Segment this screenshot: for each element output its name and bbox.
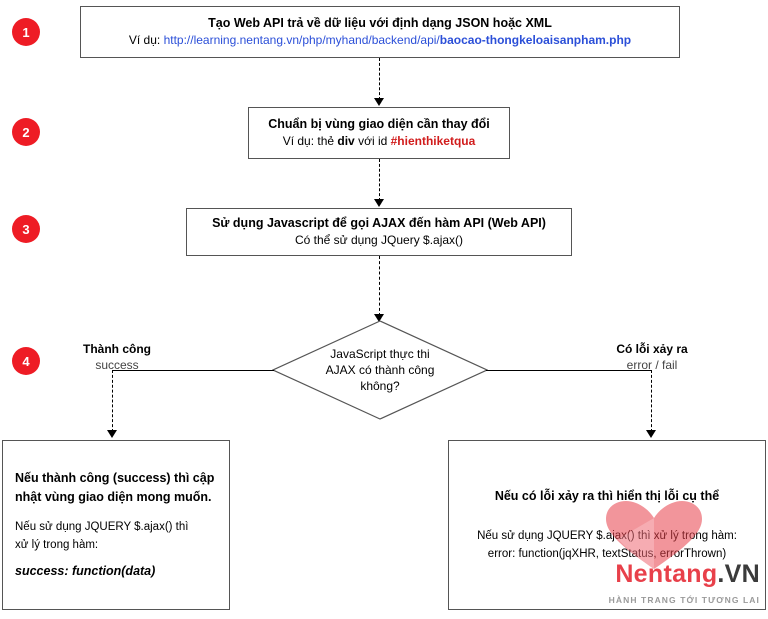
connector-3-decision: [379, 256, 380, 316]
step-marker-3: 3: [12, 215, 40, 243]
box-step2: Chuẩn bị vùng giao diện cần thay đổi Ví …: [248, 107, 510, 159]
success-box-line-4: xử lý trong hàm:: [15, 538, 99, 551]
branch-label-error: Có lỗi xảy ra error / fail: [596, 341, 708, 373]
step-marker-2: 2: [12, 118, 40, 146]
step-marker-4: 4: [12, 347, 40, 375]
decision-line-3: không?: [360, 379, 400, 394]
box-step2-title: Chuẩn bị vùng giao diện cần thay đổi: [268, 117, 490, 132]
branch-label-error-sub: error / fail: [626, 358, 678, 373]
step-marker-3-label: 3: [22, 221, 30, 237]
connector-2-3: [379, 159, 380, 201]
branch-label-success-sub: success: [95, 358, 139, 373]
connector-2-3-arrowhead: [374, 199, 384, 207]
success-box-code: success: function(data): [15, 563, 156, 578]
box-step1: Tạo Web API trả về dữ liệu với định dạng…: [80, 6, 680, 58]
decision-line-1: JavaScript thực thi: [330, 346, 430, 361]
error-box-line-1: Nếu có lỗi xảy ra thì hiển thị lỗi cụ th…: [494, 489, 720, 504]
connector-1-2: [379, 58, 380, 100]
decision-diamond: JavaScript thực thi AJAX có thành công k…: [272, 320, 488, 420]
box-step2-example-tag: div: [337, 134, 355, 149]
box-step1-example-url: http://learning.nentang.vn/php/myhand/ba…: [163, 33, 440, 48]
box-step2-example: Ví dụ: thẻ div với id #hienthiketqua: [283, 133, 476, 150]
box-step1-example: Ví dụ: http://learning.nentang.vn/php/my…: [129, 32, 631, 49]
decision-diamond-shape: [272, 320, 488, 420]
success-box-line-1: Nếu thành công (success) thì cập: [15, 470, 215, 485]
box-step2-example-prefix: Ví dụ: thẻ: [282, 134, 338, 149]
box-success-handler: Nếu thành công (success) thì cập nhật vù…: [2, 440, 230, 610]
connector-decision-left: [112, 370, 274, 371]
connector-right-down: [651, 370, 652, 432]
box-step1-example-file: baocao-thongkeloaisanpham.php: [439, 33, 632, 48]
box-error-handler: Nếu có lỗi xảy ra thì hiển thị lỗi cụ th…: [448, 440, 766, 610]
box-step3-subtitle: Có thể sử dụng JQuery $.ajax(): [294, 233, 464, 248]
connector-right-arrowhead: [646, 430, 656, 438]
success-box-line-2: nhật vùng giao diện mong muốn.: [15, 490, 212, 505]
step-marker-4-label: 4: [22, 353, 30, 369]
box-step1-example-prefix: Ví dụ:: [128, 33, 164, 48]
connector-left-down: [112, 370, 113, 432]
branch-label-error-title: Có lỗi xảy ra: [616, 342, 688, 356]
step-marker-1: 1: [12, 18, 40, 46]
branch-label-success-title: Thành công: [83, 342, 151, 356]
connector-1-2-arrowhead: [374, 98, 384, 106]
connector-3-decision-arrowhead: [374, 314, 384, 322]
box-step2-example-id: #hienthiketqua: [390, 134, 476, 149]
step-marker-2-label: 2: [22, 124, 30, 140]
box-step3: Sử dụng Javascript để gọi AJAX đến hàm A…: [186, 208, 572, 256]
connector-decision-right: [486, 370, 652, 371]
step-marker-1-label: 1: [22, 24, 30, 40]
error-box-line-2: Nếu sử dụng JQUERY $.ajax() thì xử lý tr…: [477, 530, 737, 543]
success-box-line-3: Nếu sử dụng JQUERY $.ajax() thì: [15, 521, 189, 534]
error-box-line-3: error: function(jqXHR, textStatus, error…: [487, 547, 727, 560]
box-step3-title: Sử dụng Javascript để gọi AJAX đến hàm A…: [212, 216, 546, 231]
decision-diamond-label: JavaScript thực thi AJAX có thành công k…: [272, 320, 488, 420]
branch-label-success: Thành công success: [62, 341, 172, 373]
box-step1-title: Tạo Web API trả về dữ liệu với định dạng…: [208, 16, 552, 31]
decision-line-2: AJAX có thành công: [325, 362, 435, 377]
connector-left-arrowhead: [107, 430, 117, 438]
box-step2-example-mid: với id: [354, 134, 391, 149]
